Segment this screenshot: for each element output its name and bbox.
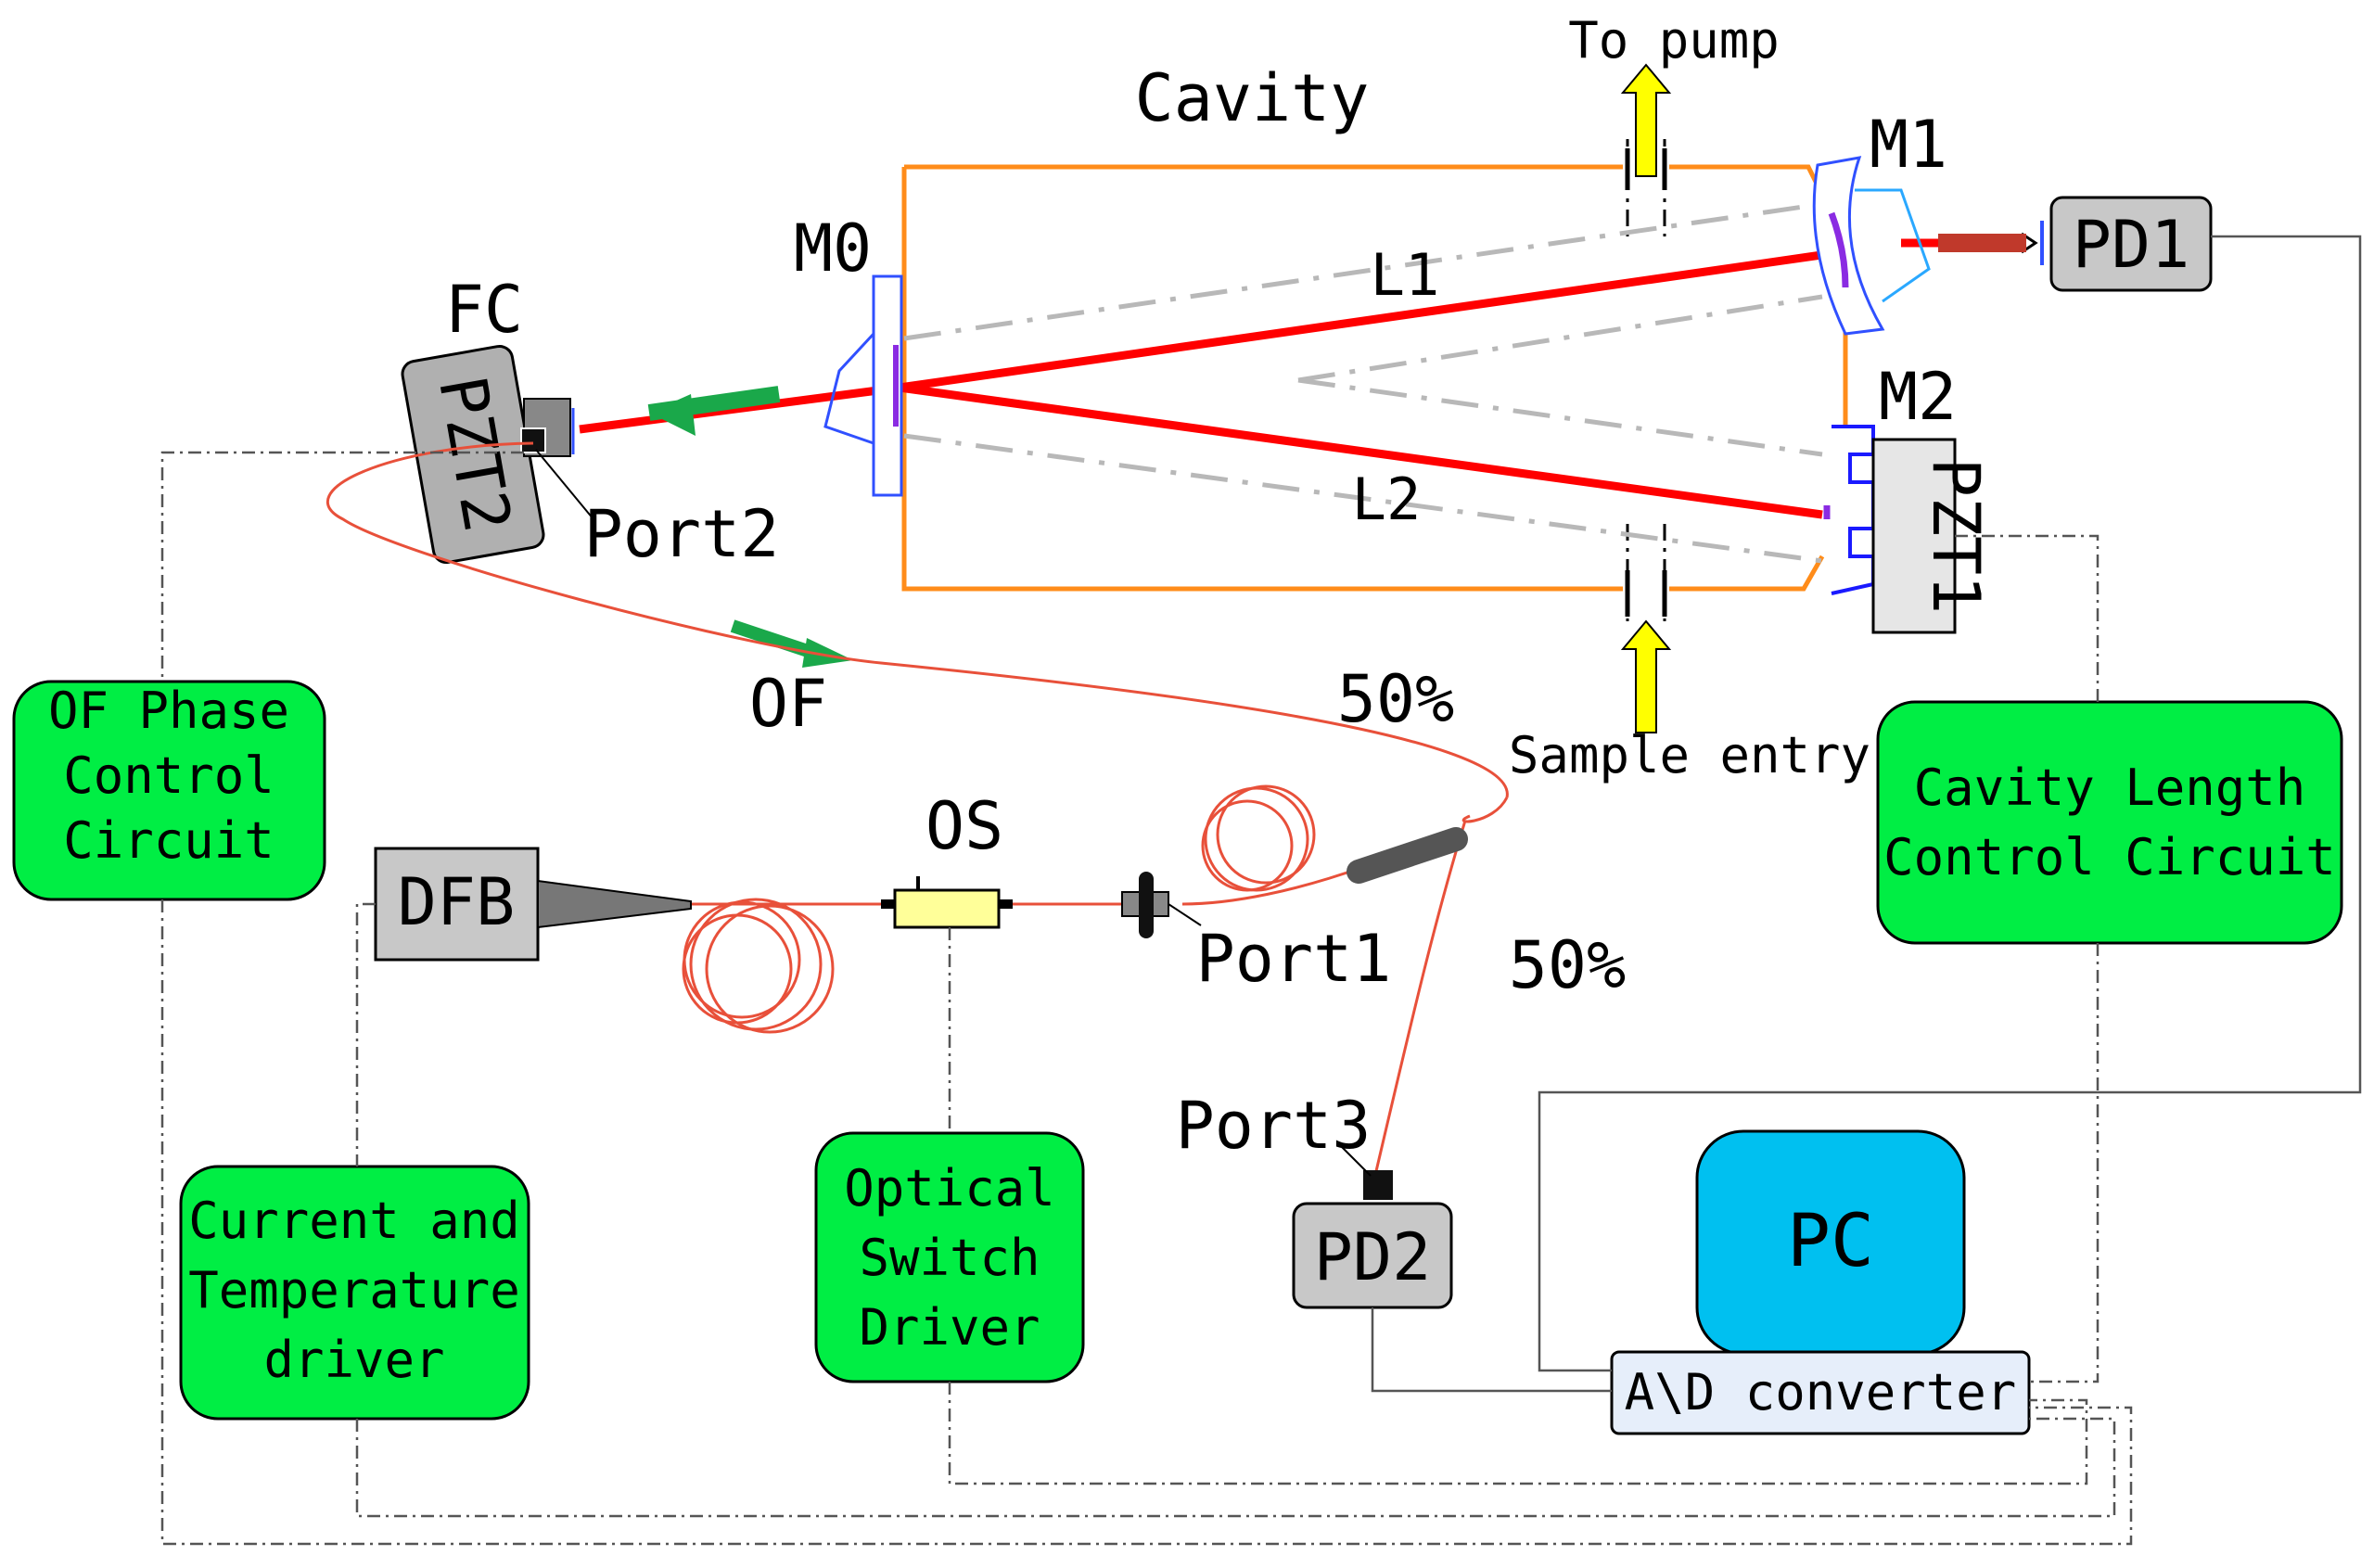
os-label: OS bbox=[925, 788, 1003, 864]
green-arrow-to-fc bbox=[647, 386, 781, 436]
pd1-label: PD1 bbox=[2073, 207, 2189, 283]
port1-label: Port1 bbox=[1196, 921, 1392, 997]
photodetector-pd2: PD2 bbox=[1292, 1170, 1453, 1309]
of-label: OF bbox=[749, 666, 827, 742]
mirror-m1 bbox=[1812, 156, 1931, 336]
of-phase-line-1: OF Phase bbox=[48, 682, 289, 740]
current-temp-line-2: Temperature bbox=[188, 1261, 520, 1319]
signal-wiring bbox=[160, 235, 2362, 1546]
dfb-laser: DFB bbox=[374, 847, 692, 962]
sample-entry-arrow bbox=[1620, 619, 1672, 733]
secondary-beam-paths bbox=[903, 201, 1823, 564]
port3-label: Port3 bbox=[1176, 1088, 1372, 1164]
ad-converter-box: A\D converter bbox=[1610, 1350, 2031, 1435]
current-temperature-driver-box: Current and Temperature driver bbox=[179, 1165, 530, 1421]
mirror-m0 bbox=[823, 274, 903, 497]
dfb-label: DFB bbox=[398, 864, 515, 940]
fiber-collimator-fc: PZT2 bbox=[401, 344, 575, 565]
optical-fiber bbox=[326, 441, 1509, 1188]
optical-switch-os bbox=[881, 876, 1013, 929]
ad-converter-label: A\D converter bbox=[1625, 1363, 2017, 1421]
cavity-length-control-box: Cavity Length Control Circuit bbox=[1876, 700, 2343, 945]
to-pump-label: To pump bbox=[1568, 11, 1780, 70]
optical-switch-driver-box: Optical Switch Driver bbox=[814, 1131, 1085, 1383]
of-phase-control-box: OF Phase Control Circuit bbox=[12, 680, 326, 901]
mirror-m2 bbox=[1823, 425, 1875, 595]
pc-box: PC bbox=[1695, 1129, 1966, 1356]
pc-label: PC bbox=[1787, 1200, 1874, 1283]
green-arrow-of bbox=[730, 619, 853, 668]
port1-connector bbox=[1121, 872, 1169, 938]
photodetector-pd1: PD1 bbox=[1938, 196, 2213, 292]
l2-label: L2 bbox=[1352, 465, 1422, 533]
pointer-lines bbox=[535, 449, 1372, 1177]
optical-switch-line-3: Driver bbox=[859, 1298, 1040, 1357]
current-temp-line-3: driver bbox=[263, 1331, 444, 1389]
m1-label: M1 bbox=[1870, 107, 1947, 183]
current-temp-line-1: Current and bbox=[188, 1192, 520, 1250]
cavity-length-line-2: Control Circuit bbox=[1883, 828, 2336, 886]
to-pump-arrow bbox=[1620, 63, 1672, 177]
optical-switch-line-1: Optical bbox=[844, 1159, 1055, 1217]
split-top-label: 50% bbox=[1337, 661, 1454, 737]
m2-label: M2 bbox=[1879, 359, 1957, 435]
port2-label: Port2 bbox=[584, 496, 780, 572]
fiber-coupler bbox=[1347, 827, 1468, 884]
pzt1-actuator: PZT1 bbox=[1871, 438, 1994, 634]
cavity-label: Cavity bbox=[1135, 60, 1370, 136]
m0-label: M0 bbox=[794, 210, 872, 287]
optical-switch-line-2: Switch bbox=[859, 1229, 1040, 1287]
l1-label: L1 bbox=[1371, 241, 1440, 309]
fc-label: FC bbox=[445, 272, 523, 348]
pd2-label: PD2 bbox=[1314, 1219, 1431, 1295]
cavity-length-line-1: Cavity Length bbox=[1914, 759, 2306, 817]
split-bottom-label: 50% bbox=[1509, 927, 1626, 1003]
of-phase-line-3: Circuit bbox=[63, 811, 274, 870]
of-phase-line-2: Control bbox=[63, 746, 274, 805]
sample-entry-label: Sample entry bbox=[1509, 726, 1870, 784]
pump-channel bbox=[1623, 139, 1669, 621]
